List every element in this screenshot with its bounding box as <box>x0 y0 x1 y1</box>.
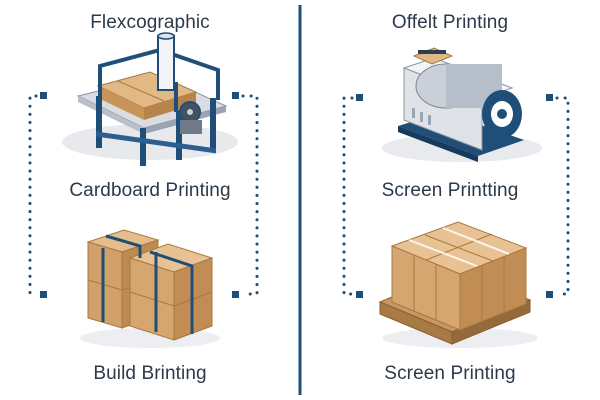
right-top-title: Offelt Printing <box>391 12 509 33</box>
palletized-boxes-icon <box>378 221 538 348</box>
left-middle-label: Cardboard Printing <box>69 180 231 201</box>
left-top-title: Flexcographic <box>90 12 210 33</box>
right-middle-label: Screen Printting <box>381 180 519 201</box>
right-bottom-label: Screen Printing <box>384 363 516 384</box>
left-bottom-label: Build Brinting <box>93 363 207 384</box>
right-dotted-connector <box>342 94 570 298</box>
flexographic-press-icon <box>62 32 238 166</box>
stacked-boxes-icon <box>80 229 220 348</box>
left-dotted-connector <box>28 92 259 298</box>
offset-press-icon <box>382 47 542 162</box>
